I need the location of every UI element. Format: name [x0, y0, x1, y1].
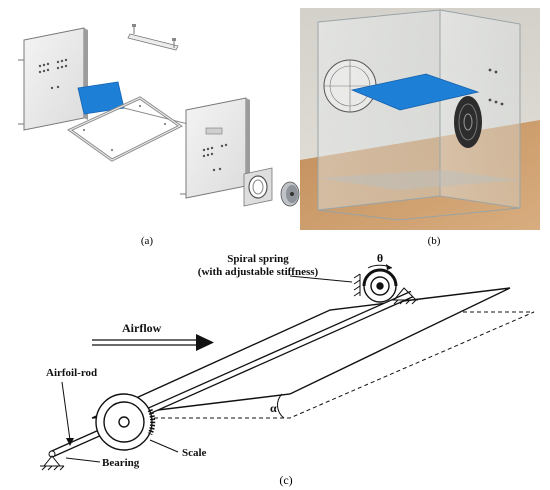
bearing-support [40, 450, 65, 471]
scale-wheel [95, 393, 156, 451]
airfoil-rod-leader [61, 381, 71, 441]
left-side-panel [18, 27, 92, 131]
caption-c: (c) [279, 473, 292, 487]
exploded-view [18, 24, 300, 207]
photo-airfoil [350, 73, 480, 111]
alpha-arc [277, 393, 285, 419]
spring-leader [289, 275, 353, 283]
spring-disk [280, 181, 300, 207]
bottom-frame [67, 96, 183, 162]
caption-a: (a) [141, 235, 154, 247]
airflow-arrow [92, 334, 214, 351]
bearing-leader [65, 457, 101, 463]
scale-leader [149, 439, 179, 453]
right-side-panel [180, 97, 250, 199]
scale-label: Scale [182, 447, 207, 459]
spiral-spring [362, 268, 398, 303]
schematic-diagram [40, 264, 535, 471]
spiral-spring-label-line1: Spiral spring [227, 253, 289, 265]
alpha-label: α [270, 401, 277, 415]
airfoil-rod-label: Airfoil-rod [46, 367, 97, 379]
theta-label: θ [377, 251, 383, 265]
spring-support-right [392, 287, 418, 305]
spring-mount [243, 167, 273, 207]
airflow-label: Airflow [122, 321, 162, 335]
top-rod [127, 24, 179, 51]
bearing-label: Bearing [102, 457, 140, 469]
caption-b: (b) [428, 235, 441, 247]
photo-setup [300, 8, 540, 230]
airfoil-pitched [91, 287, 511, 419]
spiral-spring-label-line2: (with adjustable stiffness) [198, 266, 319, 278]
spring-support-left [353, 273, 361, 297]
